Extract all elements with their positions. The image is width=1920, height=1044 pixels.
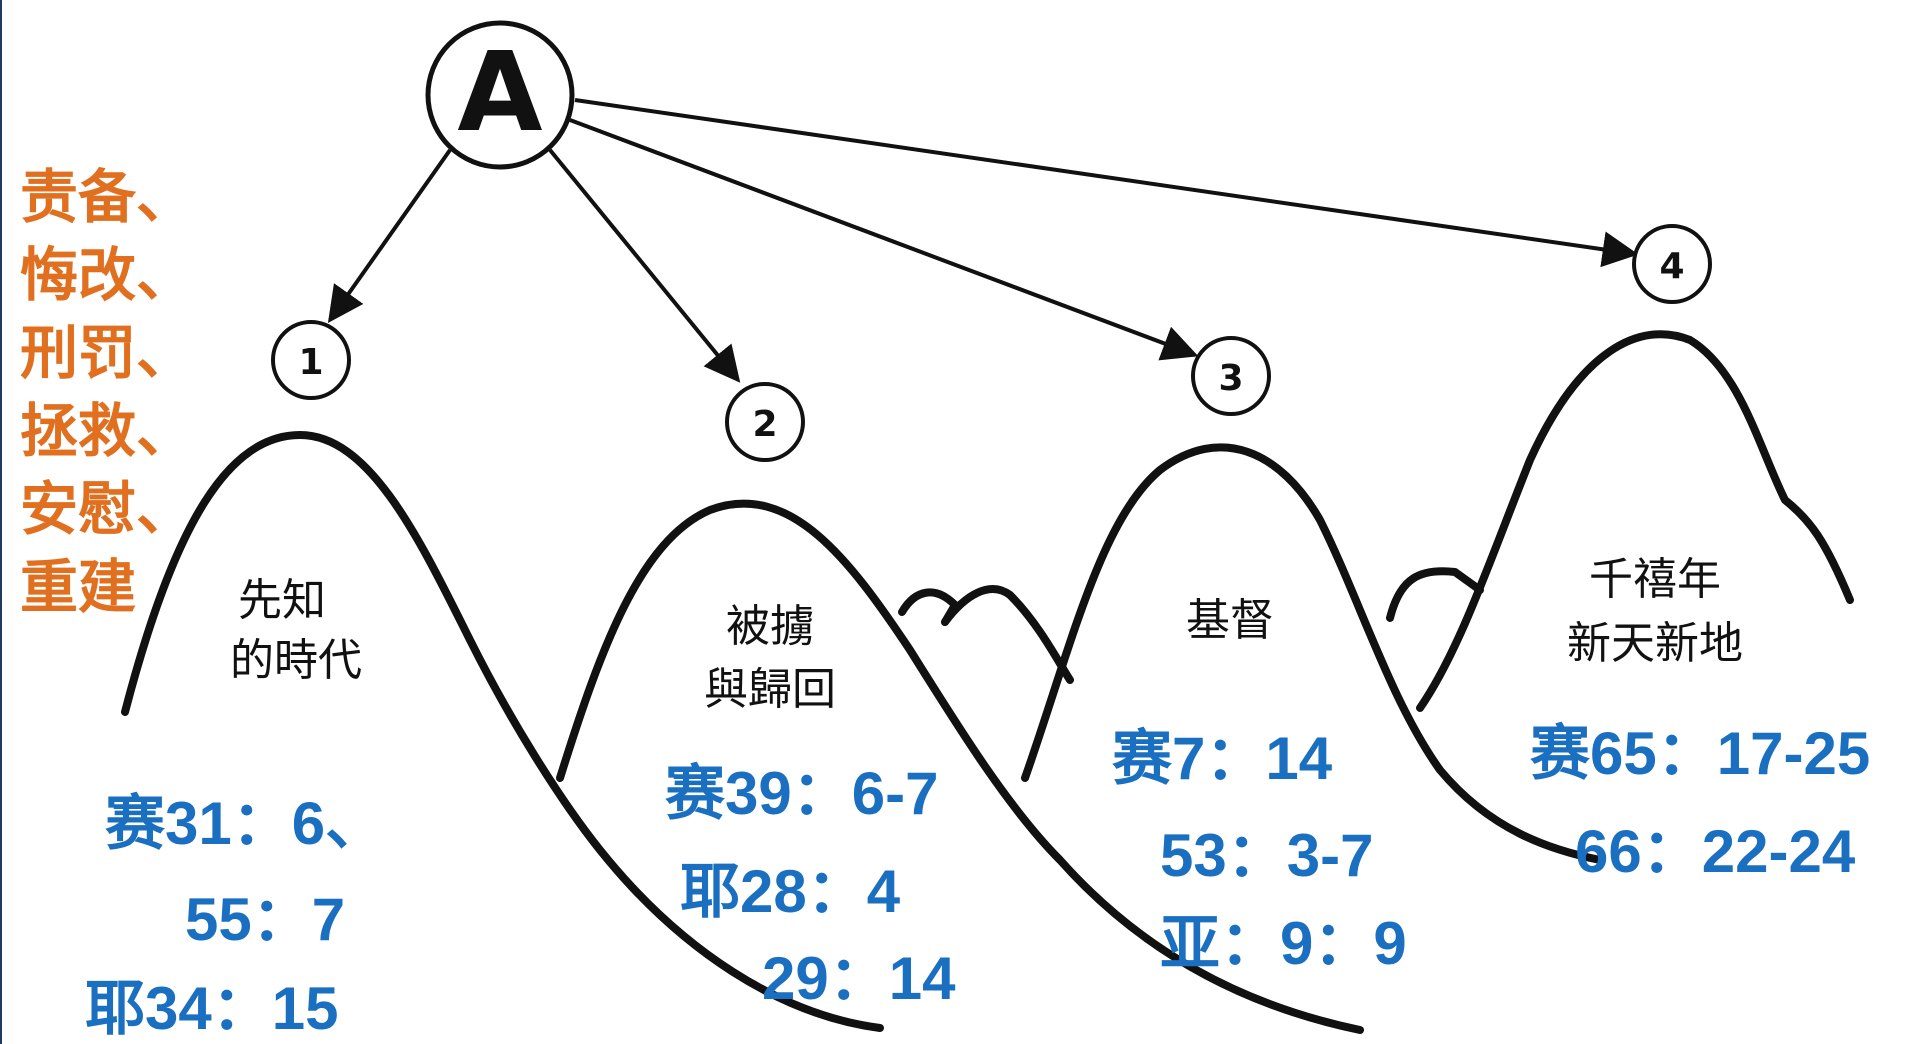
peak-4-label-line2: 新天新地 [1567,618,1743,669]
reference-66-22-24: 66：22-24 [1575,818,1856,885]
marker-1-label: 1 [298,342,323,383]
reference-isa-39-6-7: 赛39：6-7 [665,760,939,827]
marker-3-circle [1191,336,1271,416]
reference-zech-9-9: 亚：9：9 [1160,910,1407,977]
reference-jer-28-4: 耶28：4 [680,858,901,925]
marker-4-label: 4 [1659,246,1684,287]
marker-2-circle [725,382,805,462]
peak-3-label: 基督 [1186,595,1274,646]
arrow-a-to-4 [574,98,1639,268]
reference-isa-31-6: 赛31：6、 [105,790,386,857]
node-a-label: A [457,28,542,156]
reference-29-14: 29：14 [762,945,956,1012]
mountain-3-christ [1021,443,1604,864]
marker-1-circle [271,320,351,400]
theme-item: 刑罚、 [20,319,195,387]
theme-item: 责备、 [20,163,195,231]
theme-item: 悔改、 [20,241,195,309]
arrow-a-to-1 [327,148,452,323]
peak-2-label-line2: 與歸回 [704,664,836,715]
reference-55-7: 55：7 [185,886,346,953]
reference-isa-65-17-25: 赛65：17-25 [1530,720,1871,787]
marker-3-label: 3 [1218,358,1243,399]
theme-item: 安慰、 [20,475,195,543]
peak-4-label-line1: 千禧年 [1589,554,1721,605]
mountain-3-small-hill [1386,567,1484,622]
themes-list: 责备、 悔改、 刑罚、 拯救、 安慰、 重建 [20,158,195,626]
marker-4-circle [1632,224,1712,304]
arrow-a-to-2 [548,148,741,383]
reference-jer-34-15: 耶34：15 [85,975,339,1042]
arrow-a-to-3 [569,118,1199,361]
mountain-4-millennium [1416,330,1854,712]
theme-item: 拯救、 [20,397,195,465]
peak-1-label-line1: 先知 [238,575,326,626]
node-a-circle [425,20,575,170]
mountain-2-ridge [941,585,1074,684]
reference-53-3-7: 53：3-7 [1160,822,1374,889]
peak-1-label-line2: 的時代 [230,635,362,686]
left-edge-rule [0,0,2,1044]
mountain-2-exile [556,499,1364,1034]
theme-item: 重建 [20,553,137,621]
mountain-1-prophets [121,431,884,1032]
peak-2-label-line1: 被擄 [726,601,814,652]
marker-2-label: 2 [752,404,777,445]
reference-isa-7-14: 赛7：14 [1112,725,1333,792]
